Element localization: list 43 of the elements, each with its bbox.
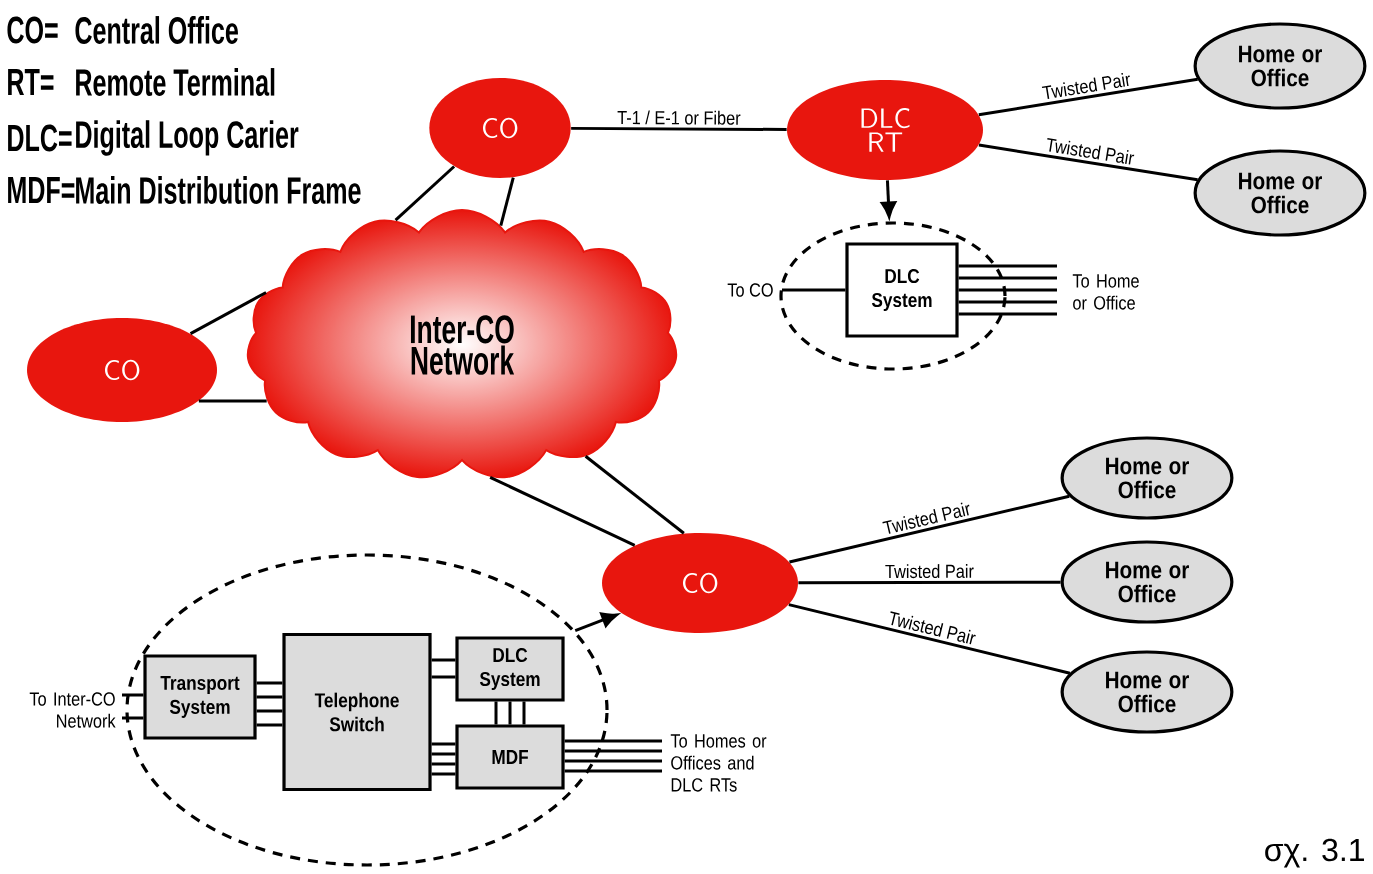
connector-line bbox=[584, 455, 685, 535]
connector-line bbox=[978, 143, 1198, 182]
label-text: Digital Loop Carier bbox=[76, 120, 299, 156]
wire-bundle bbox=[255, 681, 284, 727]
wire-bundle bbox=[430, 742, 457, 776]
edge-label: Twisted Pair bbox=[879, 498, 975, 538]
connector-line bbox=[798, 580, 1061, 585]
connector-line bbox=[571, 126, 787, 131]
label-text: Main Distribution Frame bbox=[76, 176, 361, 204]
equipment-box: Telephone Switch bbox=[282, 632, 432, 792]
connector-line bbox=[489, 476, 636, 547]
edge-label: Twisted Pair bbox=[1039, 69, 1134, 103]
dashed-ellipse bbox=[779, 221, 1007, 371]
connector-line bbox=[189, 291, 267, 335]
label-text: To Inter-CO Network bbox=[29, 692, 116, 728]
label-text: Central Office bbox=[75, 16, 238, 44]
connector-line bbox=[978, 77, 1198, 117]
connector-line bbox=[198, 399, 267, 403]
connector-line bbox=[394, 165, 456, 222]
equipment-box: DLC System bbox=[845, 242, 959, 338]
edge-label: Twisted Pair bbox=[1042, 135, 1138, 168]
wire-bundle bbox=[494, 700, 526, 726]
dashed-ellipse bbox=[125, 553, 609, 867]
label-text: To Home or Office bbox=[1072, 274, 1139, 310]
label-text: DLC= bbox=[8, 124, 72, 152]
label-text: To Homes or Offices and DLC RTs bbox=[670, 734, 767, 792]
network-cloud: Inter-CO Network bbox=[246, 209, 678, 479]
label-text: RT= bbox=[8, 68, 54, 96]
connector-line bbox=[499, 177, 515, 226]
connector-line bbox=[788, 603, 1071, 675]
figure-caption: σχ. 3.1 bbox=[1265, 838, 1364, 868]
equipment-box: DLC System bbox=[455, 636, 565, 702]
wire-bundle bbox=[430, 658, 457, 679]
label-text: MDF= bbox=[8, 176, 75, 204]
label-text: CO= bbox=[7, 16, 58, 44]
equipment-box: MDF bbox=[455, 724, 565, 790]
label-text: Remote Terminal bbox=[76, 68, 275, 96]
equipment-box: Transport System bbox=[143, 654, 257, 740]
connector-line bbox=[789, 494, 1070, 564]
edge-label: Twisted Pair bbox=[882, 562, 976, 581]
edge-label: Twisted Pair bbox=[884, 608, 980, 648]
edge-label: T-1 / E-1 or Fiber bbox=[615, 108, 743, 127]
label-text: To CO bbox=[727, 283, 773, 297]
